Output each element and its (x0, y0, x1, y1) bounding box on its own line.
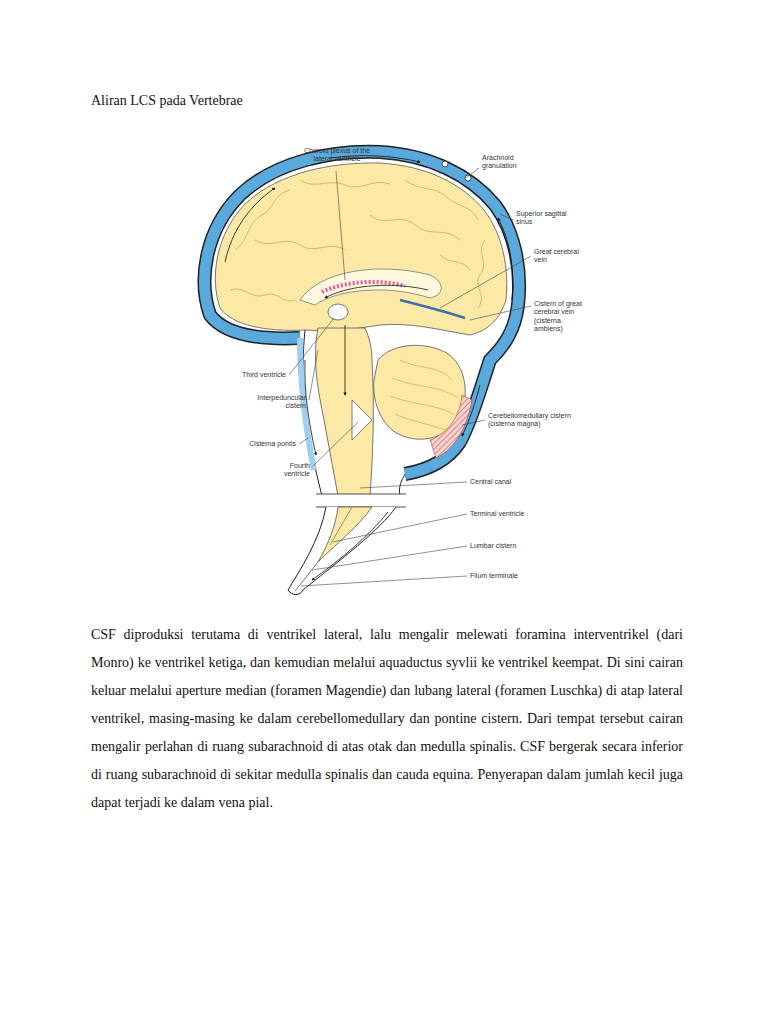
anatomy-label: Superior sagittal sinus (516, 210, 572, 227)
cerebellar-folia (390, 360, 458, 430)
cisterna-magna (430, 395, 472, 458)
third-ventricle (328, 304, 348, 320)
anatomy-label: Terminal ventricle (470, 510, 550, 518)
brainstem (316, 328, 374, 496)
anatomy-label: Lumbar cistern (470, 542, 550, 550)
flow-arrows (225, 156, 513, 455)
flow-arrow (325, 285, 428, 298)
flow-arrow (345, 325, 346, 395)
body-paragraph: CSF diproduksi terutama di ventrikel lat… (91, 621, 683, 817)
fourth-ventricle (352, 400, 372, 440)
anatomy-label: Third ventricle (226, 371, 286, 379)
anatomy-label: Arachnoid granulation (482, 154, 534, 171)
page-title: Aliran LCS pada Vertebrae (91, 93, 243, 109)
arachnoid-granulation (465, 175, 471, 181)
arachnoid-granulation (442, 161, 448, 167)
spinal-cord (318, 507, 372, 562)
anatomy-label: Interpeduncular cistern (252, 394, 306, 411)
anatomy-label: Cisterna pontis (240, 440, 296, 448)
filum-terminale (295, 562, 318, 591)
central-canal (330, 507, 352, 545)
anatomy-label: Cerebellomedullary cistern (cisterna mag… (488, 412, 572, 429)
meninges-outline (205, 152, 520, 474)
flow-arrow (312, 512, 388, 580)
anatomy-label: Filum terminale (470, 572, 550, 580)
gyri (230, 180, 485, 308)
lateral-ventricle (300, 269, 441, 305)
leader-lines (289, 168, 531, 586)
great-cerebral-vein (400, 300, 465, 318)
anatomy-label: Choroid plexus of the lateral ventricle (296, 147, 378, 164)
anatomy-label: Central canal (470, 478, 550, 486)
section-break (316, 494, 406, 507)
anatomy-label: Great cerebral vein (534, 248, 586, 265)
anatomy-label: Fourth ventricle (262, 462, 310, 479)
cerebrum (215, 163, 506, 335)
anatomy-label: Cistern of great cerebral vein (cisterna… (534, 300, 588, 334)
subarachnoid-space (205, 152, 520, 474)
